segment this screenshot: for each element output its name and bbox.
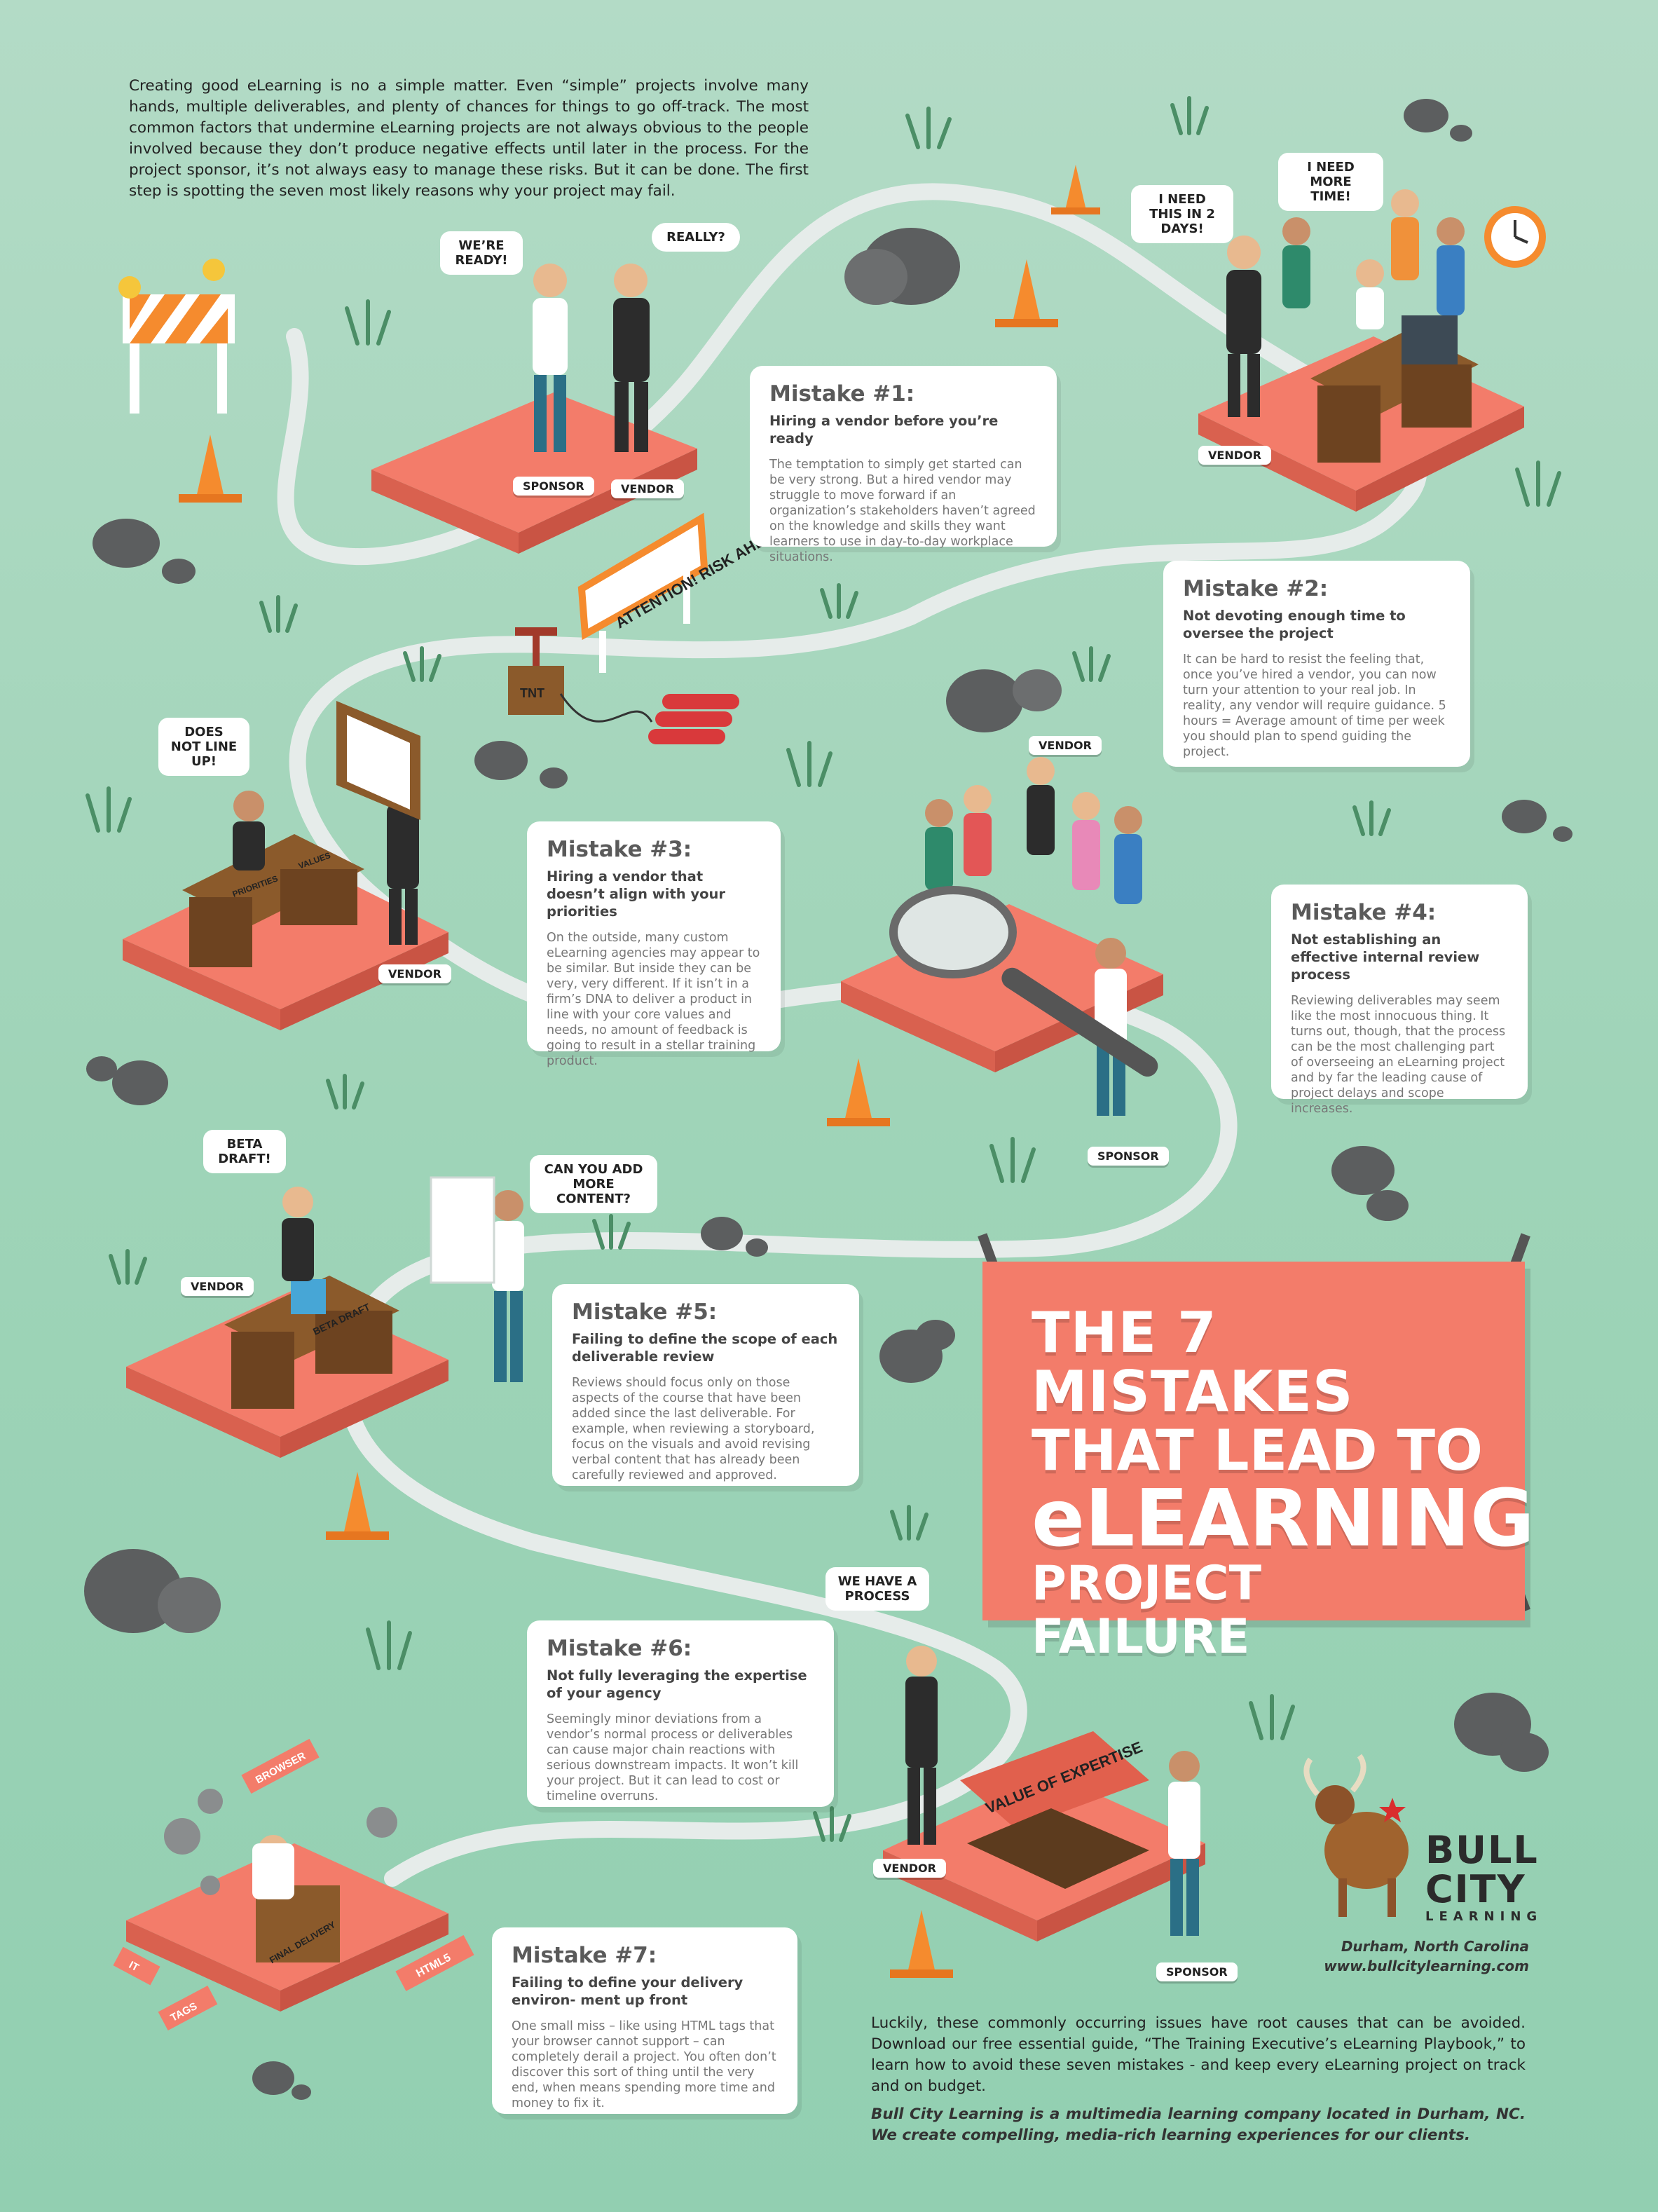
mistake-subtitle: Not fully leveraging the expertise of yo… xyxy=(547,1667,807,1701)
brand-wordmark: BULL CITY LEARNING xyxy=(1425,1831,1542,1925)
person-vendor-2 xyxy=(1226,235,1261,417)
bubble-really: REALLY? xyxy=(652,223,740,252)
mistake-card-6: Mistake #6: Not fully leveraging the exp… xyxy=(527,1620,834,1807)
title-line-3: eLEARNING xyxy=(1032,1473,1535,1564)
attention-sign xyxy=(577,512,708,673)
mistake-heading: Mistake #3: xyxy=(547,837,692,862)
bubble-beta: BETA DRAFT! xyxy=(203,1130,286,1173)
grass-tufts xyxy=(85,96,1561,1842)
mistake-subtitle: Not establishing an effective internal r… xyxy=(1291,931,1480,983)
mistake-body: One small miss – like using HTML tags th… xyxy=(512,2019,776,2110)
mistake-subtitle: Hiring a vendor before you’re ready xyxy=(769,413,999,446)
person-sponsor-1 xyxy=(533,264,568,452)
tag-vendor: VENDOR xyxy=(1198,446,1271,465)
bubble-more-time: I NEED MORE TIME! xyxy=(1278,153,1383,211)
bubble-process: WE HAVE A PROCESS xyxy=(825,1567,929,1611)
barricade xyxy=(118,259,235,414)
mistake-body: Reviewing deliverables may seem like the… xyxy=(1291,994,1506,1116)
person-vendor-1 xyxy=(613,264,650,452)
bubble-more-content: CAN YOU ADD MORE CONTENT? xyxy=(530,1155,657,1213)
mistake-body: Reviews should focus only on those aspec… xyxy=(572,1376,815,1482)
tnt-label: TNT xyxy=(520,686,544,700)
platform-3 xyxy=(123,855,448,1030)
bubble-two-days: I NEED THIS IN 2 DAYS! xyxy=(1131,185,1233,243)
mistake-subtitle: Failing to define your delivery environ-… xyxy=(512,1974,744,2008)
title-banner: THE 7 MISTAKES THAT LEAD TO eLEARNING PR… xyxy=(982,1262,1535,1664)
tag-vendor: VENDOR xyxy=(378,964,451,983)
title-text: THE 7 MISTAKES THAT LEAD TO eLEARNING PR… xyxy=(1032,1300,1535,1665)
mistake-card-3: Mistake #3: Hiring a vendor that doesn’t… xyxy=(527,821,781,1068)
people xyxy=(233,189,1465,1962)
outro-paragraph: Luckily, these commonly occurring issues… xyxy=(871,2014,1526,2095)
tag-vendor: VENDOR xyxy=(1029,736,1102,755)
tag-sponsor: SPONSOR xyxy=(1156,1962,1238,1981)
mistake-card-4: Mistake #4: Not establishing an effectiv… xyxy=(1271,885,1528,1116)
mistake-subtitle: Not devoting enough time to oversee the … xyxy=(1183,608,1406,641)
person-6 xyxy=(905,1646,1200,1936)
brand-url[interactable]: www.bullcitylearning.com xyxy=(1324,1958,1529,1974)
mistake-card-7: Mistake #7: Failing to define your deliv… xyxy=(492,1927,797,2114)
tag-sponsor: SPONSOR xyxy=(513,477,594,496)
title-line-1: THE 7 MISTAKES xyxy=(1032,1300,1354,1424)
desk-5 xyxy=(224,1276,399,1409)
tag-vendor: VENDOR xyxy=(611,479,684,498)
mistake-heading: Mistake #6: xyxy=(547,1636,692,1661)
brand-line-3: LEARNING xyxy=(1425,1909,1543,1924)
mistake-subtitle: Failing to define the scope of each deli… xyxy=(572,1331,838,1365)
mistake-body: Seemingly minor deviations from a vendor… xyxy=(547,1712,799,1803)
brand-city: Durham, North Carolina xyxy=(1341,1938,1529,1955)
brand-line-2: CITY xyxy=(1425,1867,1526,1911)
person-3-sitting xyxy=(233,773,419,945)
mistake-heading: Mistake #7: xyxy=(512,1943,657,1968)
pit xyxy=(967,1808,1149,1889)
outro: Luckily, these commonly occurring issues… xyxy=(871,2013,1526,2146)
brand-line-1: BULL xyxy=(1425,1828,1539,1872)
tnt-plunger xyxy=(508,627,739,744)
mistake-card-2: Mistake #2: Not devoting enough time to … xyxy=(1163,561,1470,767)
traffic-cones xyxy=(179,165,1100,1978)
rocks xyxy=(84,99,1573,2100)
magnifier xyxy=(889,886,1158,1077)
person-5 xyxy=(282,1176,524,1382)
title-line-2: THAT LEAD TO xyxy=(1032,1418,1484,1483)
intro-paragraph: Creating good eLearning is no a simple m… xyxy=(129,77,809,200)
bubble-line-up: DOES NOT LINE UP! xyxy=(158,718,249,776)
desk-3 xyxy=(182,834,364,967)
person-group-2 xyxy=(1282,189,1465,329)
clock-icon xyxy=(1484,206,1546,268)
presentation-board xyxy=(336,701,420,820)
mistake-heading: Mistake #5: xyxy=(572,1299,718,1325)
mistake-heading: Mistake #2: xyxy=(1183,576,1329,601)
mistake-body: It can be hard to resist the feeling tha… xyxy=(1183,653,1446,759)
title-line-4: PROJECT FAILURE xyxy=(1032,1556,1262,1665)
bubble-ready: WE’RE READY! xyxy=(440,231,523,275)
person-7 xyxy=(252,1835,340,1962)
desk-2 xyxy=(1310,315,1479,463)
tag-sponsor: SPONSOR xyxy=(1088,1147,1169,1166)
mistake-body: On the outside, many custom eLearning ag… xyxy=(547,931,760,1068)
tech-tags: BROWSER IT TAGS HTML5 xyxy=(113,1738,474,2031)
mistake-heading: Mistake #4: xyxy=(1291,900,1437,925)
gears-icon xyxy=(164,1789,397,1895)
tag-vendor: VENDOR xyxy=(873,1859,946,1878)
mistake-subtitle: Hiring a vendor that doesn’t align with … xyxy=(547,868,726,920)
mistake-card-5: Mistake #5: Failing to define the scope … xyxy=(552,1284,859,1486)
mistake-body: The temptation to simply get started can… xyxy=(769,458,1036,564)
mistake-card-1: Mistake #1: Hiring a vendor before you’r… xyxy=(750,366,1057,564)
bull-logo-icon xyxy=(1303,1754,1409,1917)
mistake-heading: Mistake #1: xyxy=(769,381,915,407)
tag-vendor: VENDOR xyxy=(181,1277,254,1296)
brand-address: Durham, North Carolina www.bullcitylearn… xyxy=(1309,1937,1529,1976)
outro-company-blurb: Bull City Learning is a multimedia learn… xyxy=(871,2105,1526,2144)
